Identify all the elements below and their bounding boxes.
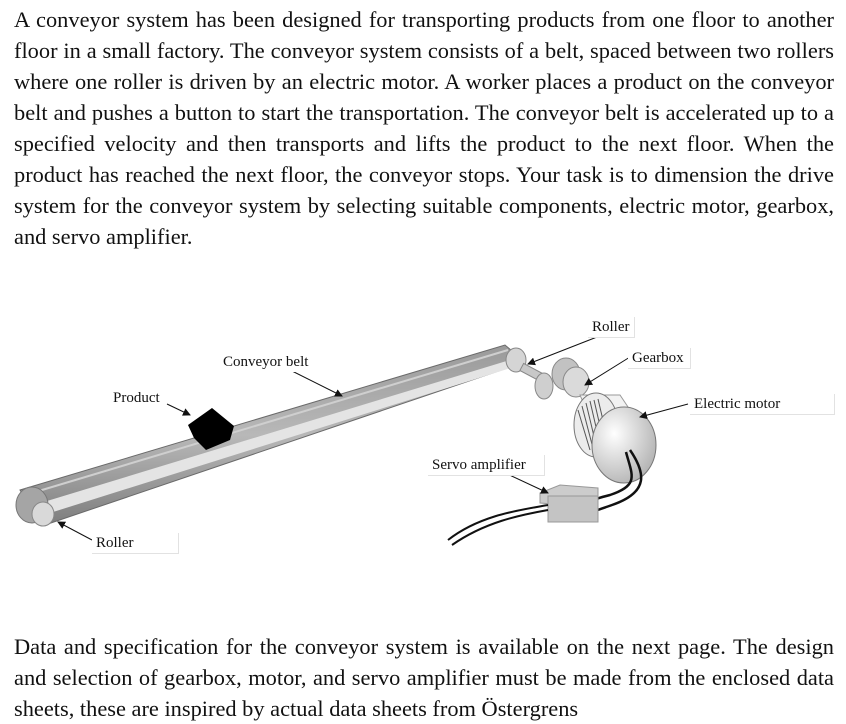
gearbox-label: Gearbox: [628, 348, 691, 369]
roller-bottom-label: Roller: [92, 533, 179, 554]
conveyor-belt-label: Conveyor belt: [219, 352, 313, 372]
product-label: Product: [109, 388, 164, 408]
bottom-roller: [15, 486, 55, 527]
intro-paragraph: A conveyor system has been designed for …: [14, 7, 834, 249]
servo-amplifier-box: [539, 484, 599, 523]
servo-amplifier-label: Servo amplifier: [428, 455, 545, 476]
roller-top-label: Roller: [588, 317, 635, 338]
electric-motor: [573, 392, 657, 484]
conveyor-figure: Roller Gearbox Conveyor belt Product Ele…: [0, 300, 846, 570]
conveyor-illustration: [15, 336, 689, 546]
product-box: [188, 408, 234, 450]
gearbox: [551, 357, 590, 398]
electric-motor-label: Electric motor: [690, 394, 835, 415]
top-roller: [505, 347, 527, 373]
conveyor-belt: [19, 344, 526, 527]
amplifier-cable: [447, 504, 549, 546]
coupling: [519, 362, 554, 400]
outro-paragraph: Data and specification for the conveyor …: [14, 634, 834, 721]
